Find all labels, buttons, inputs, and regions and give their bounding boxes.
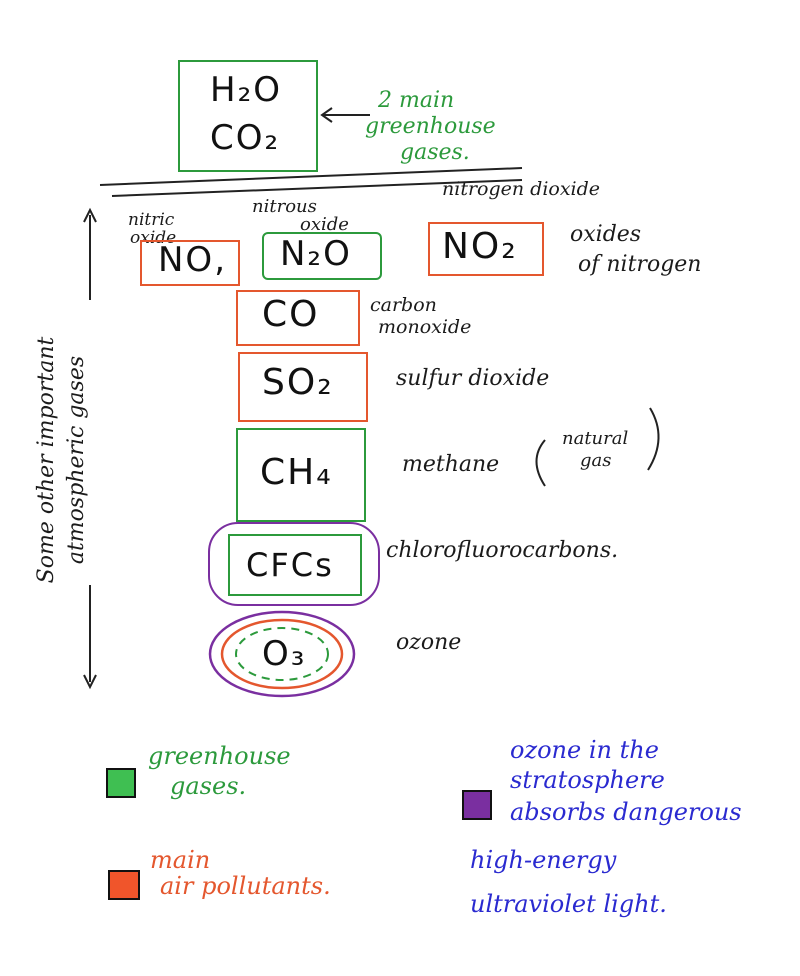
cfcs-box	[228, 534, 362, 596]
nitrogen-dioxide-label: nitrogen dioxide	[442, 178, 601, 200]
purple-legend-line-4: high-energy	[470, 846, 617, 874]
h2o-formula: H₂O	[210, 70, 282, 110]
oxides-label-2: of nitrogen	[578, 252, 702, 277]
oxides-label-1: oxides	[570, 222, 642, 247]
cfcs-purple-outline	[208, 522, 380, 606]
methane-paren-left	[535, 439, 546, 487]
methane-paren-right	[647, 407, 660, 471]
note-arrow-head	[320, 107, 333, 123]
separator-line-1	[99, 167, 523, 186]
no-box	[140, 240, 240, 286]
o3-name: ozone	[396, 630, 462, 655]
no2-formula: NO₂	[442, 226, 518, 267]
nitrous-oxide-label: oxide	[300, 214, 349, 235]
so2-box	[238, 352, 368, 422]
cfcs-formula: CFCs	[246, 546, 334, 584]
n2o-box	[262, 232, 382, 280]
purple-legend-line-5: ultraviolet light.	[470, 890, 667, 918]
orange-legend-line-1: main	[150, 846, 211, 874]
co-box	[236, 290, 360, 346]
ozone-orange-ellipse	[220, 618, 344, 690]
note-line-2: greenhouse	[365, 114, 496, 139]
side-label-line-1: Some other important	[34, 336, 59, 584]
ch4-box	[236, 428, 366, 522]
note-line-1: 2 main	[378, 88, 455, 113]
side-label-line-2: atmospheric gases	[64, 355, 89, 565]
purple-legend-line-2: stratosphere	[510, 766, 665, 794]
co2-formula: CO₂	[210, 118, 281, 158]
orange-legend-swatch	[108, 870, 140, 900]
so2-formula: SO₂	[262, 362, 334, 403]
purple-legend-line-1: ozone in the	[510, 736, 659, 764]
side-arrow-up-head	[83, 207, 97, 223]
green-legend-line-2: gases.	[170, 772, 247, 800]
purple-legend-swatch	[462, 790, 492, 820]
note-line-3: gases.	[400, 140, 470, 165]
side-label: Some other important atmospheric gases	[32, 280, 92, 640]
ch4-paren-line-1: natural	[562, 428, 629, 449]
main-greenhouse-gases-box	[178, 60, 318, 172]
n2o-formula: N₂O	[280, 234, 352, 274]
ch4-formula: CH₄	[260, 452, 333, 493]
nitric-label: nitric	[128, 210, 175, 230]
ozone-green-dashed-ellipse	[235, 627, 329, 681]
green-legend-line-1: greenhouse	[148, 742, 291, 770]
o3-formula: O₃	[262, 634, 307, 674]
ozone-purple-ellipse	[208, 610, 356, 698]
orange-legend-line-2: air pollutants.	[160, 872, 331, 900]
purple-legend-line-3: absorbs dangerous	[510, 798, 742, 826]
ch4-paren-line-2: gas	[580, 450, 612, 471]
co-formula: CO	[262, 294, 320, 335]
separator-line-2	[111, 179, 523, 197]
no-formula: NO,	[158, 240, 228, 280]
co-name-2: monoxide	[378, 316, 472, 338]
green-legend-swatch	[106, 768, 136, 798]
no2-box	[428, 222, 544, 276]
cfcs-name: chlorofluorocarbons.	[386, 538, 619, 563]
co-name-1: carbon	[370, 294, 437, 316]
so2-name: sulfur dioxide	[396, 366, 550, 391]
nitrous-label: nitrous	[252, 196, 317, 217]
side-arrow-down-head	[83, 674, 97, 690]
ch4-name: methane	[402, 452, 500, 477]
